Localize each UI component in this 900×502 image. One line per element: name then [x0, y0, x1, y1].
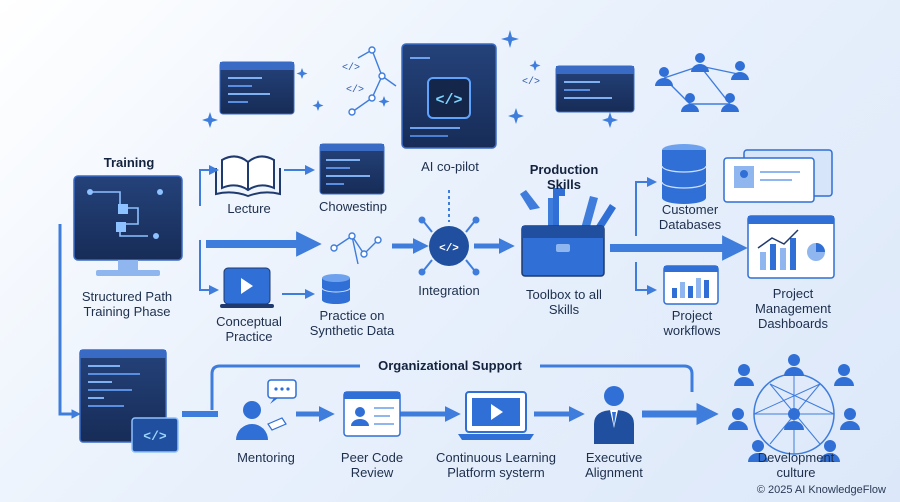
data-network-icon: [330, 232, 382, 265]
conceptual-practice-label: Conceptual Practice: [216, 314, 282, 344]
executive-alignment-label: Executive Alignment: [585, 450, 643, 480]
structured-path-label: Structured Path Training Phase: [81, 289, 173, 319]
showcase-label: Chowestinp: [319, 199, 387, 214]
code-tag-text: </>: [346, 84, 364, 96]
laptop-video-icon: [458, 391, 534, 440]
copyright-footer: © 2025 AI KnowledgeFlow: [756, 484, 886, 496]
org-support-title: Organizational Support: [378, 358, 522, 373]
code-window-icon: [555, 65, 635, 113]
customer-databases-label: Customer Databases: [658, 202, 722, 232]
video-player-icon: [220, 267, 274, 308]
code-window-icon: [219, 61, 295, 115]
executive-icon: [594, 386, 634, 444]
ai-copilot-label: AI co-pilot: [421, 159, 479, 174]
people-network-icon: [655, 53, 749, 112]
svg-text:</>: </>: [435, 92, 462, 109]
book-icon: [215, 155, 281, 198]
toolbox-label: Toolbox to all Skills: [526, 287, 602, 317]
production-skills-title: Production Skills: [529, 162, 599, 192]
code-tag-text: </>: [522, 76, 540, 88]
flow-arrows: [58, 165, 748, 419]
training-monitor-icon: [73, 175, 183, 276]
code-tag-text: </>: [342, 62, 360, 74]
integration-label: Integration: [418, 283, 480, 298]
database-stack-icon: [661, 144, 707, 204]
org-support-bracket: [210, 364, 694, 410]
profile-card-icon: [723, 149, 833, 203]
integration-hub-icon: </>: [418, 216, 480, 276]
code-editor-icon: </>: [79, 349, 179, 453]
mentoring-label: Mentoring: [237, 450, 295, 465]
code-review-icon: [343, 391, 401, 437]
lecture-label: Lecture: [227, 201, 271, 216]
svg-text:</>: </>: [143, 429, 167, 444]
network-decoration: [348, 46, 397, 116]
database-icon: [321, 274, 351, 304]
workflow-chart-icon: [663, 265, 719, 305]
continuous-learning-label: Continuous Learning Platform systerm: [436, 450, 556, 480]
project-management-label: Project Management Dashboards: [755, 286, 831, 331]
peer-code-review-label: Peer Code Review: [340, 450, 404, 480]
svg-text:</>: </>: [439, 243, 459, 255]
mentor-icon: [236, 379, 297, 440]
sparkle-icon: [202, 30, 618, 128]
project-workflows-label: Project workflows: [663, 308, 721, 338]
dashboard-icon: [747, 215, 835, 279]
practice-synthetic-label: Practice on Synthetic Data: [309, 308, 395, 338]
community-network-icon: [728, 354, 860, 462]
code-window-icon: [319, 143, 385, 195]
training-title: Training: [103, 155, 155, 170]
toolbox-icon: [520, 188, 616, 277]
development-culture-label: Development culture: [757, 450, 835, 480]
ai-copilot-monitor-icon: </>: [401, 43, 497, 149]
